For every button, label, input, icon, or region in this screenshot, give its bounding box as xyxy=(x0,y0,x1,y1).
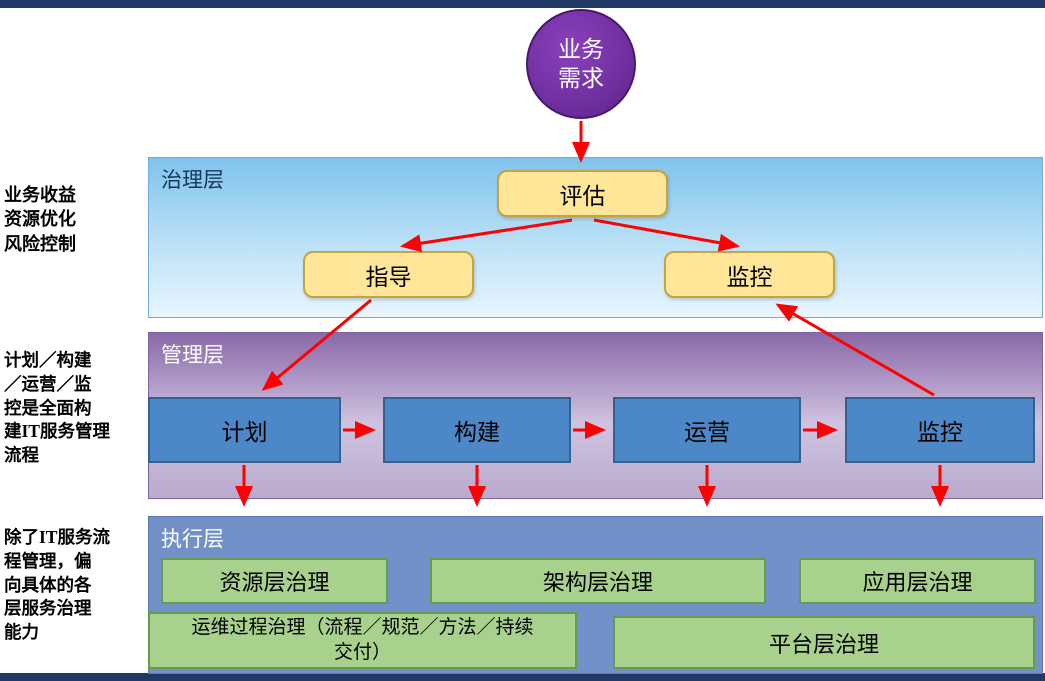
execution-annotation: 除了IT服务流 程管理，偏 向具体的各 层服务治理 能力 xyxy=(4,527,110,643)
application-governance-node: 应用层治理 xyxy=(799,558,1036,604)
build-node: 构建 xyxy=(383,397,571,463)
management-layer-title: 管理层 xyxy=(161,343,224,367)
business-demand-label: 业务 需求 xyxy=(558,36,604,91)
bottom-accent-bar xyxy=(0,673,1045,681)
resource-governance-label: 资源层治理 xyxy=(219,570,330,595)
architecture-governance-node: 架构层治理 xyxy=(430,558,766,604)
platform-governance-node: 平台层治理 xyxy=(613,616,1035,669)
operate-label: 运营 xyxy=(684,420,730,445)
direct-node: 指导 xyxy=(303,251,474,298)
resource-governance-node: 资源层治理 xyxy=(161,558,388,604)
direct-label: 指导 xyxy=(365,264,412,290)
management-annotation: 计划／构建 ／运营／监 控是全面构 建IT服务管理 流程 xyxy=(4,350,110,466)
plan-label: 计划 xyxy=(221,420,268,445)
business-demand-node: 业务 需求 xyxy=(526,9,636,119)
assess-label: 评估 xyxy=(559,183,606,209)
operate-node: 运营 xyxy=(613,397,801,463)
top-accent-bar xyxy=(0,0,1045,8)
build-label: 构建 xyxy=(454,420,500,445)
architecture-governance-label: 架构层治理 xyxy=(542,570,653,595)
ops-process-governance-label: 运维过程治理（流程／规范／方法／持续 交付） xyxy=(191,616,534,663)
plan-node: 计划 xyxy=(148,397,341,463)
management-monitor-node: 监控 xyxy=(845,397,1035,463)
application-governance-label: 应用层治理 xyxy=(862,570,973,595)
governance-layer-title: 治理层 xyxy=(161,168,224,192)
execution-layer-title: 执行层 xyxy=(161,527,224,551)
platform-governance-label: 平台层治理 xyxy=(768,631,879,657)
governance-monitor-label: 监控 xyxy=(726,264,773,290)
management-monitor-label: 监控 xyxy=(917,420,963,445)
governance-monitor-node: 监控 xyxy=(664,251,835,298)
assess-node: 评估 xyxy=(497,170,668,217)
governance-annotation: 业务收益 资源优化 风险控制 xyxy=(4,185,76,254)
ops-process-governance-node: 运维过程治理（流程／规范／方法／持续 交付） xyxy=(148,612,577,669)
